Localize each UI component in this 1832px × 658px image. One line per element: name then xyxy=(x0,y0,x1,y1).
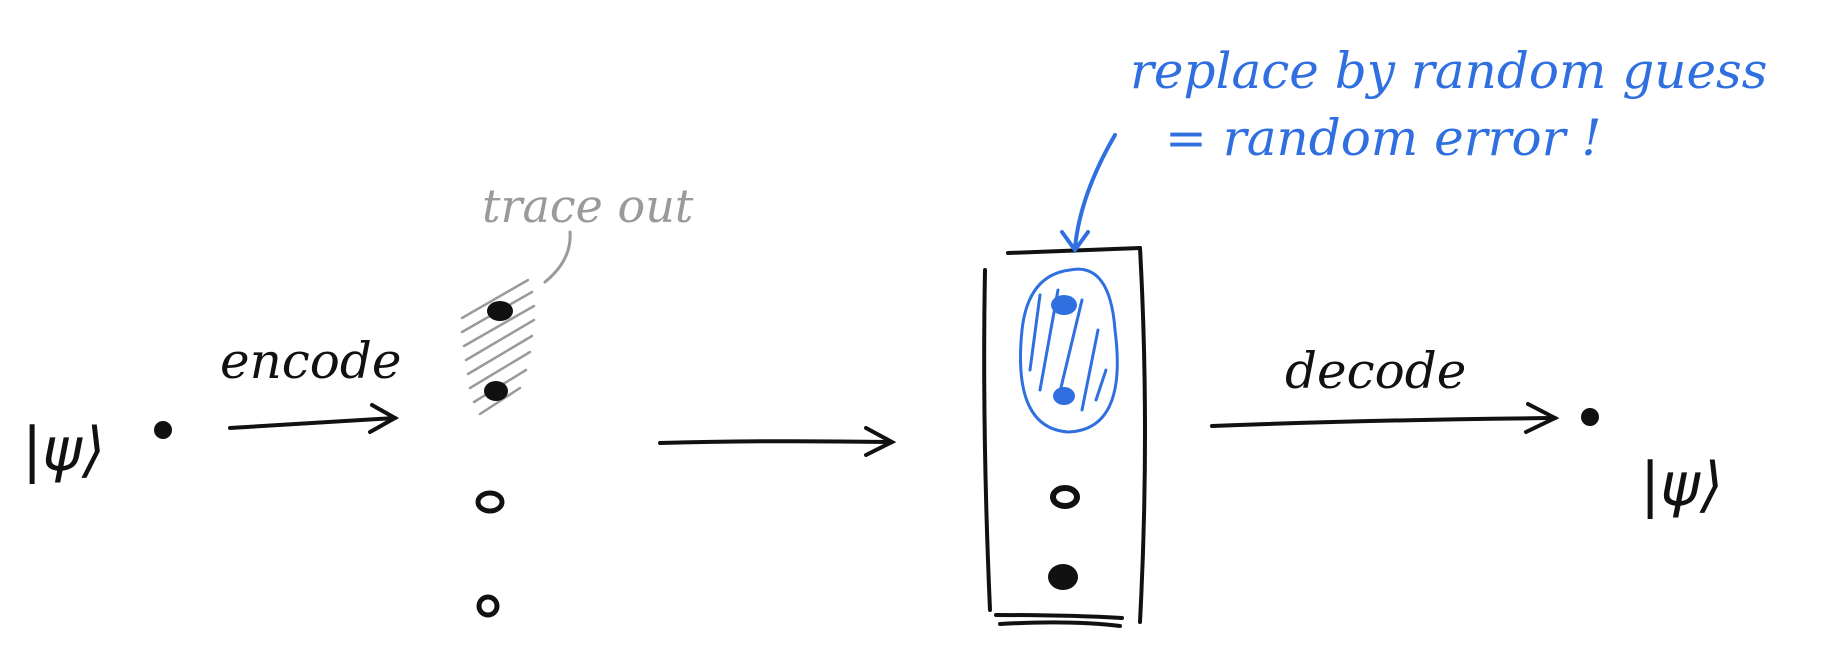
encoded-qubit-1 xyxy=(487,301,513,321)
decode-label: decode xyxy=(1285,342,1466,400)
replaced-qubits-loop xyxy=(1019,267,1119,434)
replaced-qubits-hatching xyxy=(1028,288,1108,412)
transmission-arrow xyxy=(658,426,897,457)
encoded-qubit-2 xyxy=(484,381,508,401)
received-qubit-4 xyxy=(1048,564,1078,590)
annotation-arrow xyxy=(1060,133,1117,254)
decode-arrow xyxy=(1210,402,1560,434)
encode-label: encode xyxy=(220,332,402,390)
annotation-line-2: = random error ! xyxy=(1165,109,1602,167)
annotation-line-1: replace by random guess xyxy=(1130,42,1767,100)
output-state-label: |ψ⟩ xyxy=(1640,450,1723,520)
encoded-qubit-3 xyxy=(475,490,505,514)
received-qubit-3 xyxy=(1050,485,1080,509)
input-qubit-dot xyxy=(154,421,172,439)
trace-out-hatching xyxy=(460,278,536,416)
trace-out-pointer xyxy=(543,230,572,284)
replaced-qubit-1 xyxy=(1051,295,1077,315)
input-state-label: |ψ⟩ xyxy=(22,415,105,485)
encoded-qubit-4 xyxy=(476,594,500,618)
output-qubit-dot xyxy=(1581,408,1599,426)
replaced-qubit-2 xyxy=(1053,387,1075,405)
encode-arrow xyxy=(228,403,400,434)
trace-out-label: trace out xyxy=(482,179,694,233)
